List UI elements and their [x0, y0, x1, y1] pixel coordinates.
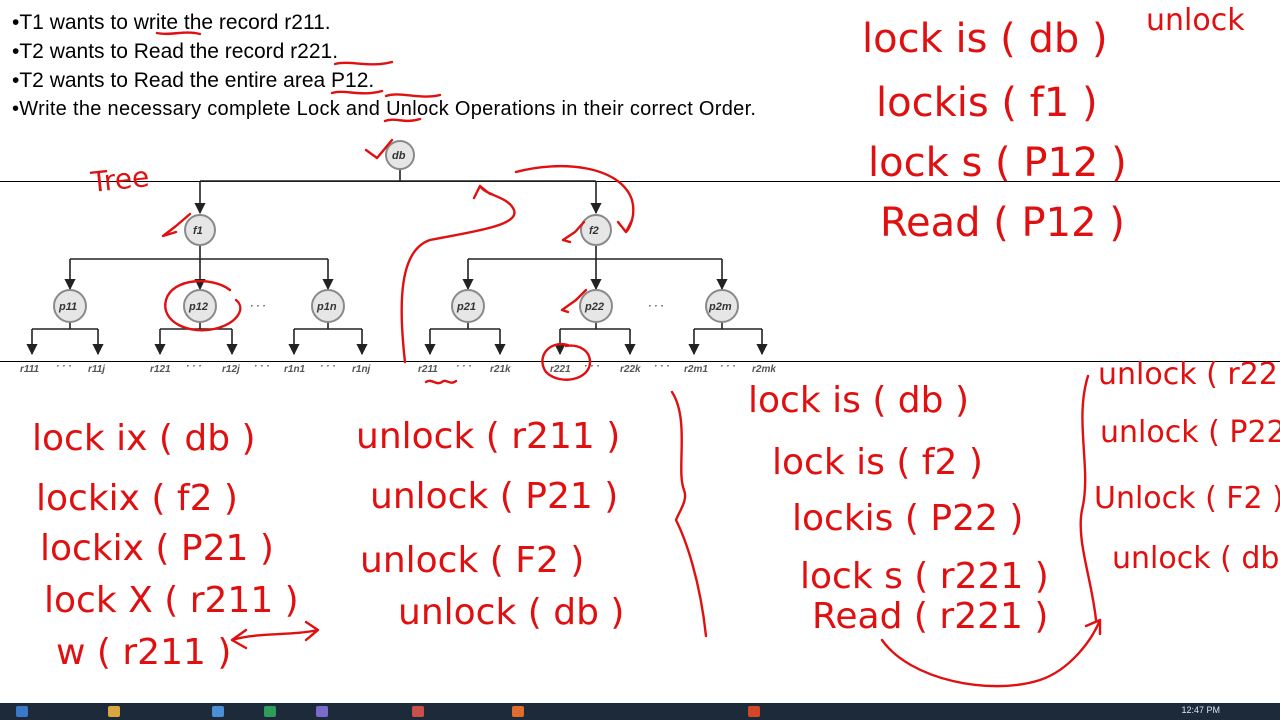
ink-left-3: lockix ( P21 )	[40, 528, 274, 569]
svg-text:p11: p11	[58, 301, 77, 313]
ink-middle-4: unlock ( db )	[398, 592, 624, 633]
ink-far-right-4: unlock ( db )	[1112, 541, 1280, 576]
powerpoint-icon[interactable]	[748, 706, 760, 717]
taskbar-clock[interactable]: 12:47 PM	[1181, 705, 1220, 715]
ink-top-right-4: Read ( P12 )	[880, 200, 1125, 246]
browser-icon[interactable]	[212, 706, 224, 717]
leaf-r2m1: r2m1	[684, 364, 708, 375]
node-p22: p22	[579, 289, 613, 323]
svg-text:f2: f2	[589, 225, 599, 237]
lock-hierarchy-tree: db f1 f2 p11 p12 p1n p21 p22	[20, 3, 1280, 688]
svg-text:p2m: p2m	[708, 301, 732, 313]
svg-text:p1n: p1n	[316, 301, 337, 313]
divider-bottom	[0, 361, 1280, 362]
ink-far-right-1: unlock ( r221 )	[1098, 357, 1280, 392]
bullet-4: •Write the necessary complete Lock and U…	[12, 98, 757, 120]
leaf-r11j: r11j	[88, 364, 105, 375]
svg-text:p22: p22	[584, 301, 604, 313]
explorer-icon[interactable]	[108, 706, 120, 717]
ink-middle-1: unlock ( r211 )	[356, 416, 620, 457]
svg-text:· · ·: · · ·	[186, 361, 202, 372]
svg-text:· · ·: · · ·	[584, 361, 600, 372]
bullet-2: •T2 wants to Read the record r221.	[12, 40, 339, 63]
app-icon[interactable]	[412, 706, 424, 717]
node-p11: p11	[53, 289, 87, 323]
ink-right-2: lock is ( f2 )	[772, 442, 983, 483]
ink-left-4: lock X ( r211 )	[44, 580, 299, 621]
svg-text:p21: p21	[456, 301, 476, 313]
ink-left-1: lock ix ( db )	[32, 418, 256, 459]
leaf-row: r111 r11j r121 r12j r1n1 r1nj r211 r21k …	[20, 361, 776, 375]
ink-right-4: lock s ( r221 )	[800, 556, 1049, 597]
svg-text:· · ·: · · ·	[720, 361, 736, 372]
bullet-list: •T1 wants to write the record r211. •T2 …	[12, 8, 756, 124]
node-p21: p21	[451, 289, 485, 323]
media-icon[interactable]	[264, 706, 276, 717]
leaf-r1n1: r1n1	[284, 364, 306, 375]
slide-canvas: •T1 wants to write the record r211. •T2 …	[0, 3, 1280, 688]
bullet-1: •T1 wants to write the record r211.	[12, 11, 331, 34]
divider-top	[0, 181, 1280, 182]
ink-top-right-unlock: unlock	[1146, 3, 1245, 38]
leaf-r12j: r12j	[222, 364, 240, 375]
app-icon[interactable]	[316, 706, 328, 717]
bullet-3: •T2 wants to Read the entire area P12.	[12, 69, 375, 92]
leaf-r1nj: r1nj	[352, 364, 371, 375]
start-icon[interactable]	[16, 706, 28, 717]
leaf-r111: r111	[20, 364, 40, 375]
ink-top-right-3: lock s ( P12 )	[868, 140, 1127, 186]
app-icon[interactable]	[512, 706, 524, 717]
node-p2m: p2m	[705, 289, 739, 323]
svg-text:· · ·: · · ·	[654, 361, 670, 372]
ink-top-right-1: lock is ( db )	[862, 16, 1108, 62]
leaf-r211: r211	[418, 364, 438, 375]
leaf-r121: r121	[150, 364, 171, 375]
node-p1n: p1n	[311, 289, 345, 323]
ink-right-5: Read ( r221 )	[812, 596, 1048, 637]
leaf-r2mk: r2mk	[752, 364, 776, 375]
svg-text:db: db	[392, 150, 406, 162]
ink-far-right-2: unlock ( P22 )	[1100, 415, 1280, 450]
ink-annotations: Tree lock is ( db ) unlock lockis ( f1 )…	[32, 3, 1280, 688]
svg-text:· · ·: · · ·	[320, 361, 336, 372]
node-p12: p12	[183, 289, 217, 323]
svg-text:p12: p12	[188, 301, 208, 313]
ink-right-1: lock is ( db )	[748, 380, 969, 421]
ink-left-5: w ( r211 )	[56, 632, 231, 673]
ink-top-right-2: lockis ( f1 )	[876, 80, 1098, 126]
node-db: db	[385, 140, 415, 170]
taskbar: 12:47 PM	[0, 703, 1280, 720]
node-f1: f1	[184, 214, 216, 246]
ink-left-2: lockix ( f2 )	[36, 478, 238, 519]
leaf-r21k: r21k	[490, 364, 511, 375]
svg-text:· · ·: · · ·	[254, 361, 270, 372]
ink-middle-2: unlock ( P21 )	[370, 476, 618, 517]
leaf-r221: r221	[550, 364, 571, 375]
node-f2: f2	[580, 214, 612, 246]
svg-text:· · ·: · · ·	[56, 361, 72, 372]
pages-ellipsis-2: · · ·	[648, 301, 664, 312]
svg-text:· · ·: · · ·	[456, 361, 472, 372]
ink-right-3: lockis ( P22 )	[792, 498, 1023, 539]
ink-far-right-3: Unlock ( F2 )	[1094, 481, 1280, 516]
pages-ellipsis-1: · · ·	[250, 301, 266, 312]
tree-label: Tree	[88, 160, 150, 199]
svg-text:f1: f1	[193, 225, 203, 237]
ink-middle-3: unlock ( F2 )	[360, 540, 584, 581]
leaf-r22k: r22k	[620, 364, 641, 375]
